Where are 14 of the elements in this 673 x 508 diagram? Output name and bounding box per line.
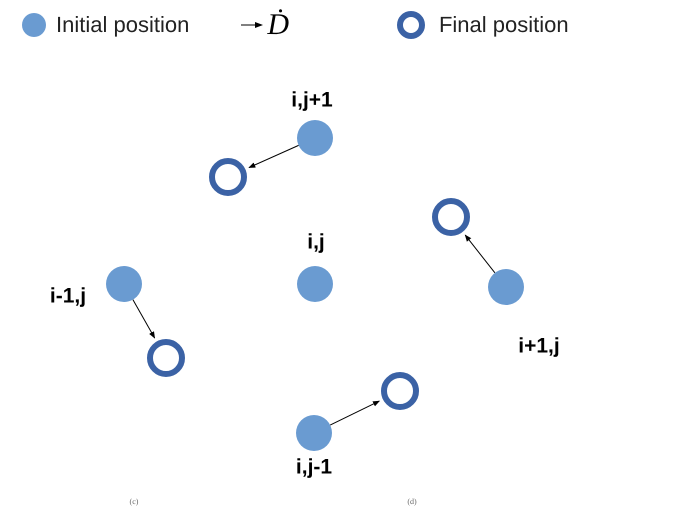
arrow <box>464 234 496 274</box>
arrow <box>132 299 156 339</box>
legend-text: Ḋ <box>267 10 289 40</box>
node-label: i-1,j <box>50 284 86 308</box>
node-label: i,j+1 <box>291 88 333 112</box>
panel-label: (c) <box>130 497 138 506</box>
arrow <box>330 400 380 426</box>
panel-label: (d) <box>407 497 417 506</box>
legend-text: Initial position <box>56 11 190 39</box>
arrow <box>248 144 300 168</box>
node-label: i+1,j <box>518 334 560 358</box>
node-label: i,j <box>307 230 325 254</box>
node-label: i,j-1 <box>296 455 332 478</box>
legend-text: Final position <box>438 11 569 39</box>
